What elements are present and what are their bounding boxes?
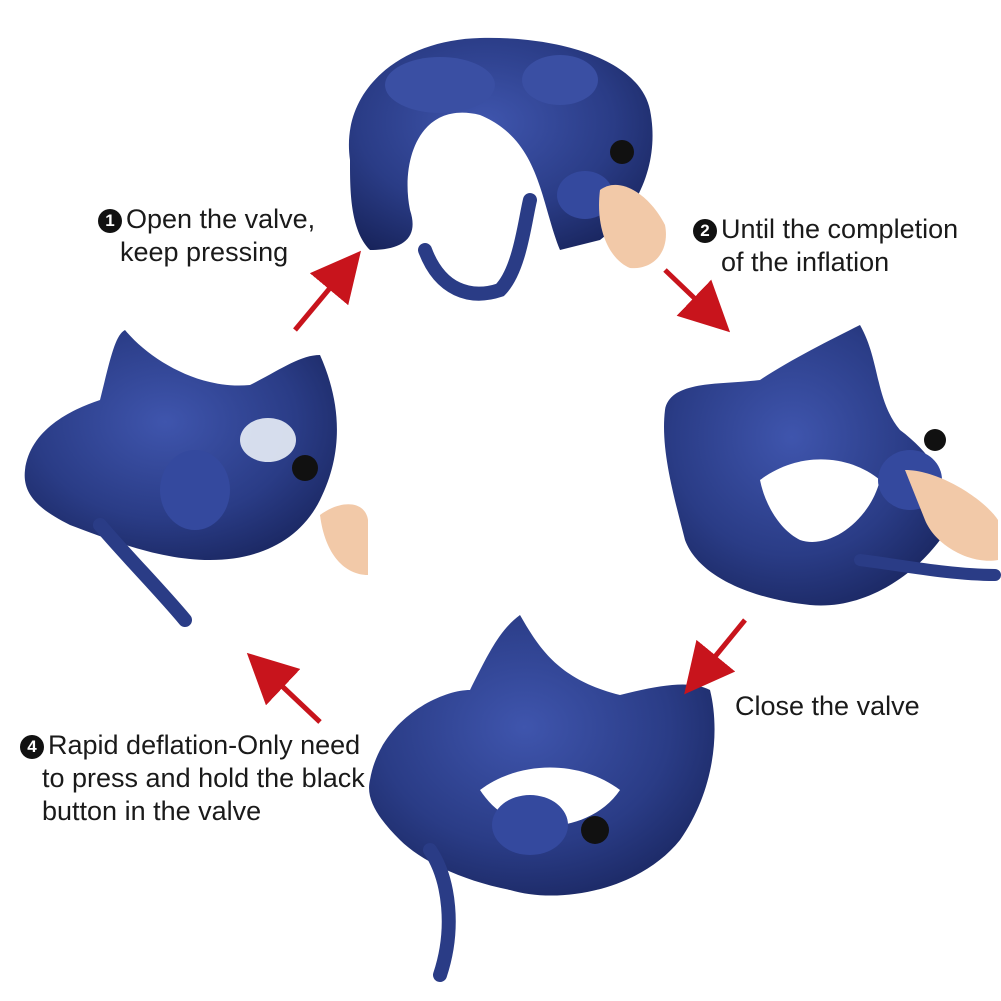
step-2-line-2: of the inflation [721,246,890,277]
step-2-line-1: Until the completion [721,214,959,244]
pillow-right [664,325,1001,606]
step-1-line-1: Open the valve, [126,204,316,234]
valve-icon [924,429,946,451]
step-4-number: 4 [20,735,44,759]
step-3-line-1: Close the valve [735,691,920,721]
valve-icon [610,140,634,164]
hand-icon [599,184,666,269]
step-4-line-3: button in the valve [42,795,262,826]
step-1-line-2: keep pressing [120,236,289,267]
arrow-up-right [293,250,362,332]
pillow-left [24,330,368,627]
valve-icon [292,455,318,481]
step-4-line-1: Rapid deflation-Only need [48,730,361,760]
arrow-down-left [684,618,747,695]
pillow-bottom [369,615,715,982]
pillow-top [348,37,666,301]
step-4-line-2: to press and hold the black [42,762,365,793]
valve-icon [581,816,609,844]
hand-icon [320,504,368,575]
step-1-number: 1 [98,209,122,233]
step-2-number: 2 [693,219,717,243]
arrow-up-left [246,652,322,724]
hand-icon [905,470,998,561]
arrow-down-right [663,268,731,333]
step-3-caption: Close the valve [735,690,920,723]
